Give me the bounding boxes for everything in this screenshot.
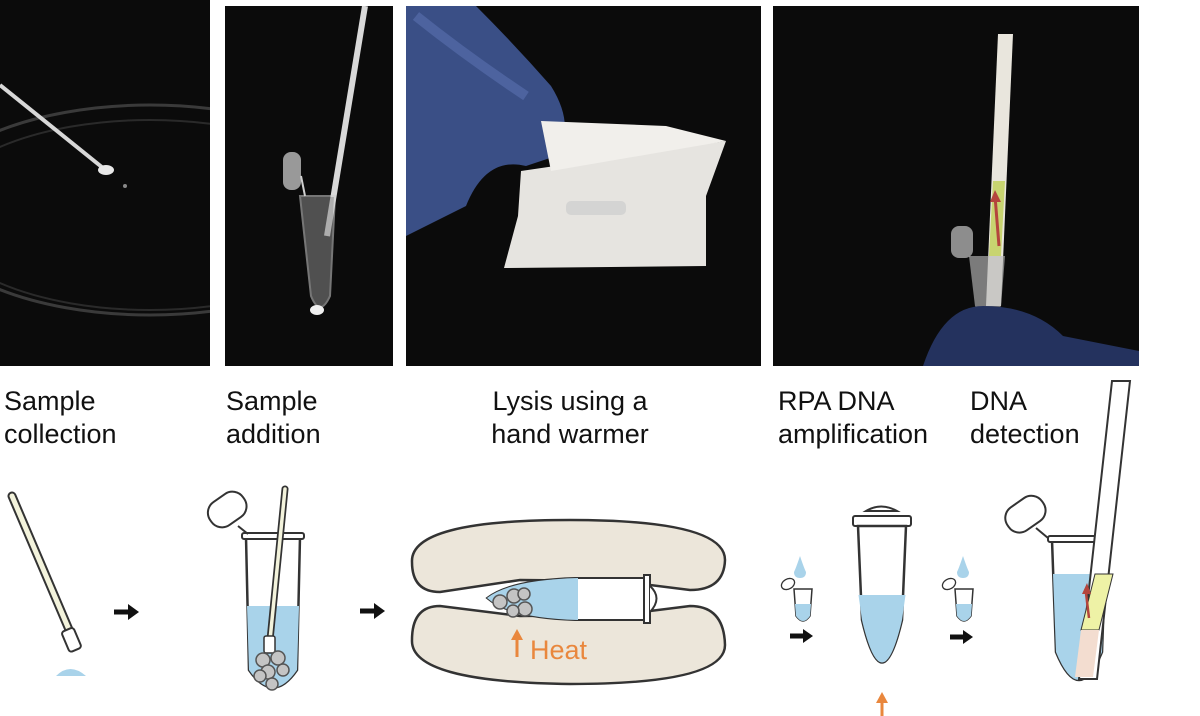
small-tube-icon-2: [941, 577, 974, 622]
tube-with-swab-icon: [206, 485, 305, 691]
heat-arrow-icon: [511, 629, 523, 657]
reagent-droplet-icon-2: [957, 556, 969, 578]
hand-warmer-icon: [410, 518, 727, 686]
arrow-icon-1: [114, 604, 139, 620]
lateral-flow-strip-icon: [1075, 380, 1132, 680]
arrow-icon-3: [790, 629, 813, 643]
photo-sample-addition: [225, 6, 393, 366]
sample-droplet-icon: [56, 669, 86, 676]
small-tube-icon-1: [780, 577, 813, 622]
arrow-icon-4: [950, 630, 973, 644]
photo-sample-collection: [0, 0, 210, 366]
heat-label: Heat: [530, 635, 588, 665]
reagent-droplet-icon-1: [794, 556, 806, 578]
swab-icon: [7, 491, 82, 653]
photo-dna-detection: [773, 6, 1139, 366]
heat-arrow-icon-2: [876, 692, 888, 716]
arrow-icon-2: [360, 603, 385, 619]
photo-hand-warmer: [406, 6, 761, 366]
amplification-tube-icon: [852, 505, 912, 664]
